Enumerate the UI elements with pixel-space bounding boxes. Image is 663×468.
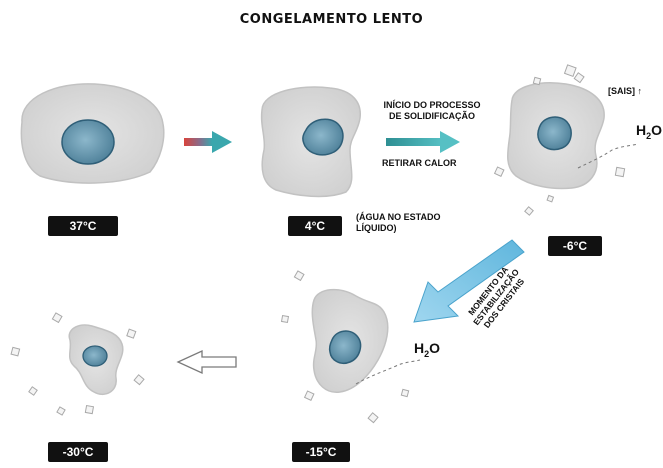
- h2o-label-minus6c: H2O: [636, 122, 663, 141]
- ice-crystal: [493, 166, 505, 177]
- cell-minus6c: [507, 82, 639, 190]
- cell-nucleus: [302, 118, 344, 156]
- water-state-note: (ÁGUA NO ESTADO LÍQUIDO): [356, 212, 441, 233]
- water-efflux-path: [355, 359, 421, 385]
- ice-crystal: [126, 328, 137, 339]
- ice-crystal: [280, 314, 290, 324]
- temp-label-4c: 4°C: [288, 216, 342, 236]
- ice-crystal: [293, 270, 305, 282]
- ice-crystal: [28, 386, 38, 396]
- arrow-cooling-1: [184, 131, 232, 153]
- ice-crystal: [133, 374, 145, 386]
- water-efflux-path: [577, 143, 639, 169]
- arrow-stabilization: [413, 239, 525, 323]
- cell-37c: [20, 83, 165, 184]
- ice-crystal: [400, 388, 410, 398]
- ice-crystals: [10, 64, 626, 424]
- ice-crystal: [303, 390, 315, 401]
- ice-crystal: [367, 412, 379, 424]
- cell-nucleus: [328, 330, 362, 364]
- cell-minus15c: [311, 288, 421, 393]
- diagram-title: CONGELAMENTO LENTO: [239, 12, 424, 27]
- ice-crystal: [10, 346, 21, 357]
- arrow-final-cooling: [176, 349, 237, 375]
- cell-minus30c: [68, 324, 124, 396]
- remove-heat-note: RETIRAR CALOR: [382, 158, 457, 168]
- temp-label-minus6c: -6°C: [548, 236, 602, 256]
- ice-crystal: [563, 64, 577, 78]
- cell-nucleus: [61, 119, 115, 165]
- cell-4c: [260, 86, 361, 198]
- ice-crystal: [84, 404, 95, 415]
- ice-crystal: [51, 312, 63, 324]
- cell-nucleus: [537, 116, 572, 151]
- ice-crystal: [56, 406, 66, 416]
- ice-crystal: [524, 206, 534, 216]
- solidification-note: INÍCIO DO PROCESSO DE SOLIDIFICAÇÃO: [383, 100, 481, 121]
- temp-label-minus30c: -30°C: [48, 442, 108, 462]
- ice-crystal: [546, 194, 555, 203]
- h2o-label-minus15c: H2O: [414, 340, 441, 359]
- temp-label-37c: 37°C: [48, 216, 118, 236]
- ice-crystal: [532, 76, 542, 86]
- arrow-remove-heat: [386, 131, 460, 153]
- ice-crystal: [614, 166, 626, 178]
- cell-nucleus: [82, 345, 108, 367]
- ice-crystal: [573, 72, 585, 84]
- salts-note: [SAIS] ↑: [608, 86, 643, 96]
- temp-label-minus15c: -15°C: [292, 442, 350, 462]
